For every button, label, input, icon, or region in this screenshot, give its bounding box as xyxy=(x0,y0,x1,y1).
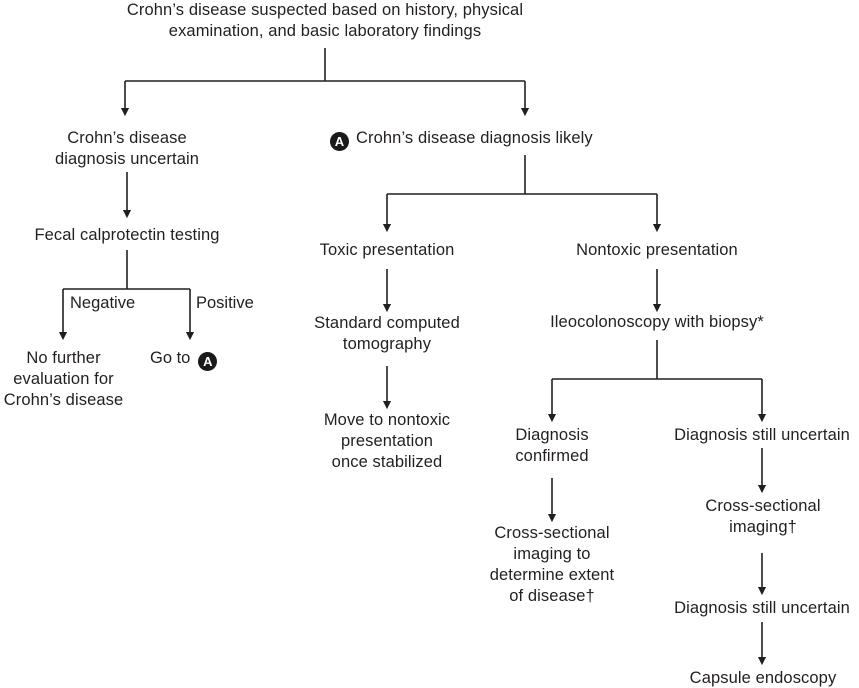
node-diagnosis-uncertain: Crohn’s disease diagnosis uncertain xyxy=(54,129,200,168)
node-fecal-calprotectin-testing: Fecal calprotectin testing xyxy=(34,226,220,244)
node-cross-sectional-imaging-extent: Cross-sectional imaging to determine ext… xyxy=(489,524,615,605)
node-ileocolonoscopy-with-biopsy: Ileocolonoscopy with biopsy* xyxy=(550,313,764,331)
node-standard-computed-tomography: Standard computed tomography xyxy=(314,314,460,353)
badge-a-goto: A xyxy=(198,352,218,371)
node-go-to-a: Go to A xyxy=(150,348,218,371)
node-no-further-evaluation: No further evaluation for Crohn’s diseas… xyxy=(3,349,124,409)
node-diagnosis-likely: A Crohn’s disease diagnosis likely xyxy=(330,128,720,151)
node-go-to-a-label: Go to xyxy=(150,349,191,367)
node-cross-sectional-imaging: Cross-sectional imaging† xyxy=(705,497,821,536)
node-diagnosis-still-uncertain-1: Diagnosis still uncertain xyxy=(674,426,850,444)
edge-label-negative: Negative xyxy=(70,294,136,312)
node-capsule-endoscopy: Capsule endoscopy xyxy=(689,669,837,687)
edge-label-positive: Positive xyxy=(196,294,254,312)
node-root: Crohn’s disease suspected based on histo… xyxy=(126,1,524,40)
badge-a-likely: A xyxy=(330,132,349,151)
node-nontoxic-presentation: Nontoxic presentation xyxy=(576,241,738,259)
node-toxic-presentation: Toxic presentation xyxy=(319,241,455,259)
node-move-to-nontoxic-presentation: Move to nontoxic presentation once stabi… xyxy=(323,411,451,471)
node-diagnosis-confirmed: Diagnosis confirmed xyxy=(515,426,589,465)
node-diagnosis-still-uncertain-2: Diagnosis still uncertain xyxy=(674,599,850,617)
node-diagnosis-likely-label: Crohn’s disease diagnosis likely xyxy=(356,129,593,147)
